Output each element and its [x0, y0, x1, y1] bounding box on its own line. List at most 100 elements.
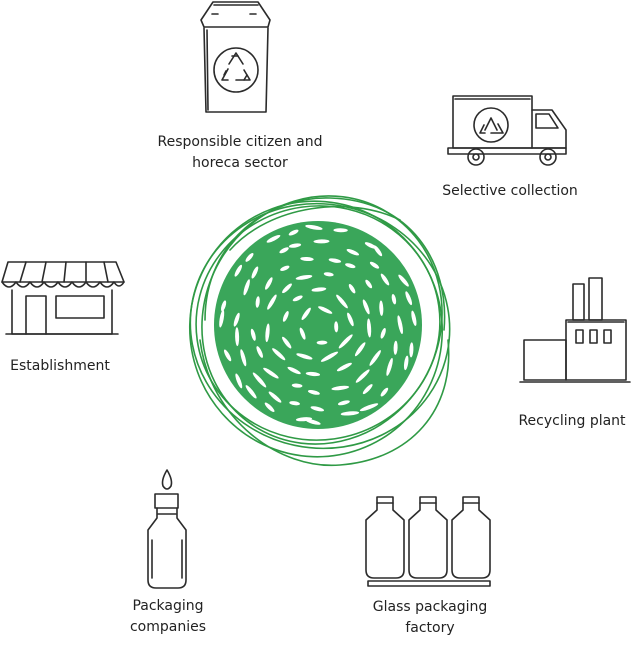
- glass-fragment: [334, 321, 339, 333]
- glass-fragment: [240, 349, 247, 367]
- glass-fragment: [397, 315, 403, 335]
- glass-fragment: [369, 261, 380, 269]
- glass-fragment: [313, 239, 330, 244]
- glass-cullet-circle-icon: [188, 195, 451, 467]
- label-line: Glass packaging: [372, 599, 488, 615]
- factory-icon: [519, 277, 631, 383]
- glass-fragment: [393, 340, 398, 355]
- glass-fragment: [409, 342, 414, 358]
- label-line: Recycling plant: [518, 413, 626, 429]
- glass-fragment: [398, 274, 409, 287]
- glass-fragment: [266, 234, 281, 243]
- label-packaging-companies: Packaging companies: [108, 596, 228, 638]
- glass-fragment: [235, 373, 243, 389]
- glass-fragment: [245, 252, 254, 262]
- glass-fragment: [386, 357, 393, 376]
- glass-fragment: [380, 327, 386, 339]
- glass-fragment: [411, 310, 417, 326]
- glass-fragment: [328, 258, 342, 263]
- glass-fragment: [405, 291, 413, 306]
- label-line: Packaging: [132, 598, 204, 614]
- label-line: Responsible citizen and: [157, 134, 323, 150]
- glass-fragment: [345, 263, 356, 269]
- glass-jars-icon: [365, 496, 491, 587]
- glass-fragment: [380, 273, 390, 286]
- glass-fragment: [305, 371, 321, 377]
- glass-fragment: [300, 256, 314, 262]
- glass-fragment: [291, 383, 303, 388]
- glass-fragment: [336, 294, 348, 309]
- glass-fragment: [265, 323, 270, 343]
- glass-fragment: [245, 385, 257, 399]
- glass-fragment: [347, 312, 354, 327]
- label-line: companies: [129, 619, 207, 635]
- bottle-icon: [147, 469, 187, 589]
- label-responsible-citizen: Responsible citizen and horeca sector: [140, 132, 340, 174]
- glass-fragment: [380, 387, 389, 397]
- glass-fragment: [305, 419, 321, 425]
- glass-fragment: [234, 264, 243, 277]
- glass-fragment: [337, 400, 350, 406]
- glass-fragment: [256, 346, 263, 358]
- glass-fragment: [250, 328, 256, 341]
- label-line: Selective collection: [442, 183, 578, 199]
- glass-fragment: [221, 300, 227, 312]
- glass-fragment: [265, 277, 273, 290]
- glass-fragment: [268, 391, 282, 403]
- scribble-rings: [188, 195, 451, 467]
- glass-fragment: [316, 340, 328, 345]
- glass-fragment: [365, 279, 373, 289]
- glass-fragment: [373, 245, 383, 257]
- glass-fragment: [403, 355, 409, 371]
- label-glass-packaging-factory: Glass packaging factory: [350, 597, 510, 639]
- glass-fragment: [364, 242, 377, 249]
- glass-fragment: [320, 351, 339, 362]
- glass-fragment: [391, 293, 397, 305]
- glass-fragment: [292, 295, 303, 302]
- label-line: horeca sector: [192, 155, 288, 171]
- glass-fragment: [243, 279, 250, 296]
- glass-fragment: [267, 294, 277, 310]
- glass-fragment: [318, 306, 333, 314]
- glass-fragment: [355, 369, 370, 383]
- glass-fragments: [219, 224, 417, 425]
- glass-fragment: [301, 307, 311, 321]
- glass-fragment: [287, 366, 301, 375]
- green-disc: [214, 221, 422, 429]
- glass-fragment: [251, 266, 259, 279]
- label-establishment: Establishment: [0, 356, 120, 377]
- glass-fragment: [252, 372, 267, 388]
- recycling-truck-icon: [447, 95, 567, 166]
- glass-fragment: [288, 243, 302, 248]
- glass-fragment: [280, 265, 290, 271]
- glass-fragment: [323, 272, 334, 277]
- glass-fragment: [336, 362, 352, 372]
- label-recycling-plant: Recycling plant: [508, 411, 636, 432]
- glass-fragment: [311, 287, 327, 292]
- glass-fragment: [369, 350, 381, 366]
- glass-fragment: [367, 318, 372, 338]
- recycling-bin-icon: [200, 1, 271, 113]
- glass-fragment: [223, 349, 232, 362]
- glass-fragment: [263, 367, 279, 379]
- glass-fragment: [340, 411, 360, 416]
- glass-fragment: [354, 342, 366, 357]
- glass-fragment: [338, 334, 353, 349]
- label-selective-collection: Selective collection: [430, 181, 590, 202]
- glass-fragment: [219, 309, 225, 328]
- glass-fragment: [272, 348, 286, 361]
- glass-fragment: [310, 406, 325, 412]
- glass-fragment: [295, 275, 313, 280]
- glass-fragment: [362, 299, 370, 315]
- glass-fragment: [282, 336, 292, 349]
- glass-fragment: [333, 228, 348, 233]
- glass-fragment: [282, 311, 289, 322]
- glass-fragment: [282, 283, 292, 294]
- label-line: Establishment: [10, 358, 110, 374]
- glass-fragment: [279, 247, 289, 254]
- glass-fragment: [255, 296, 260, 308]
- glass-fragment: [346, 248, 360, 256]
- glass-fragment: [359, 403, 379, 412]
